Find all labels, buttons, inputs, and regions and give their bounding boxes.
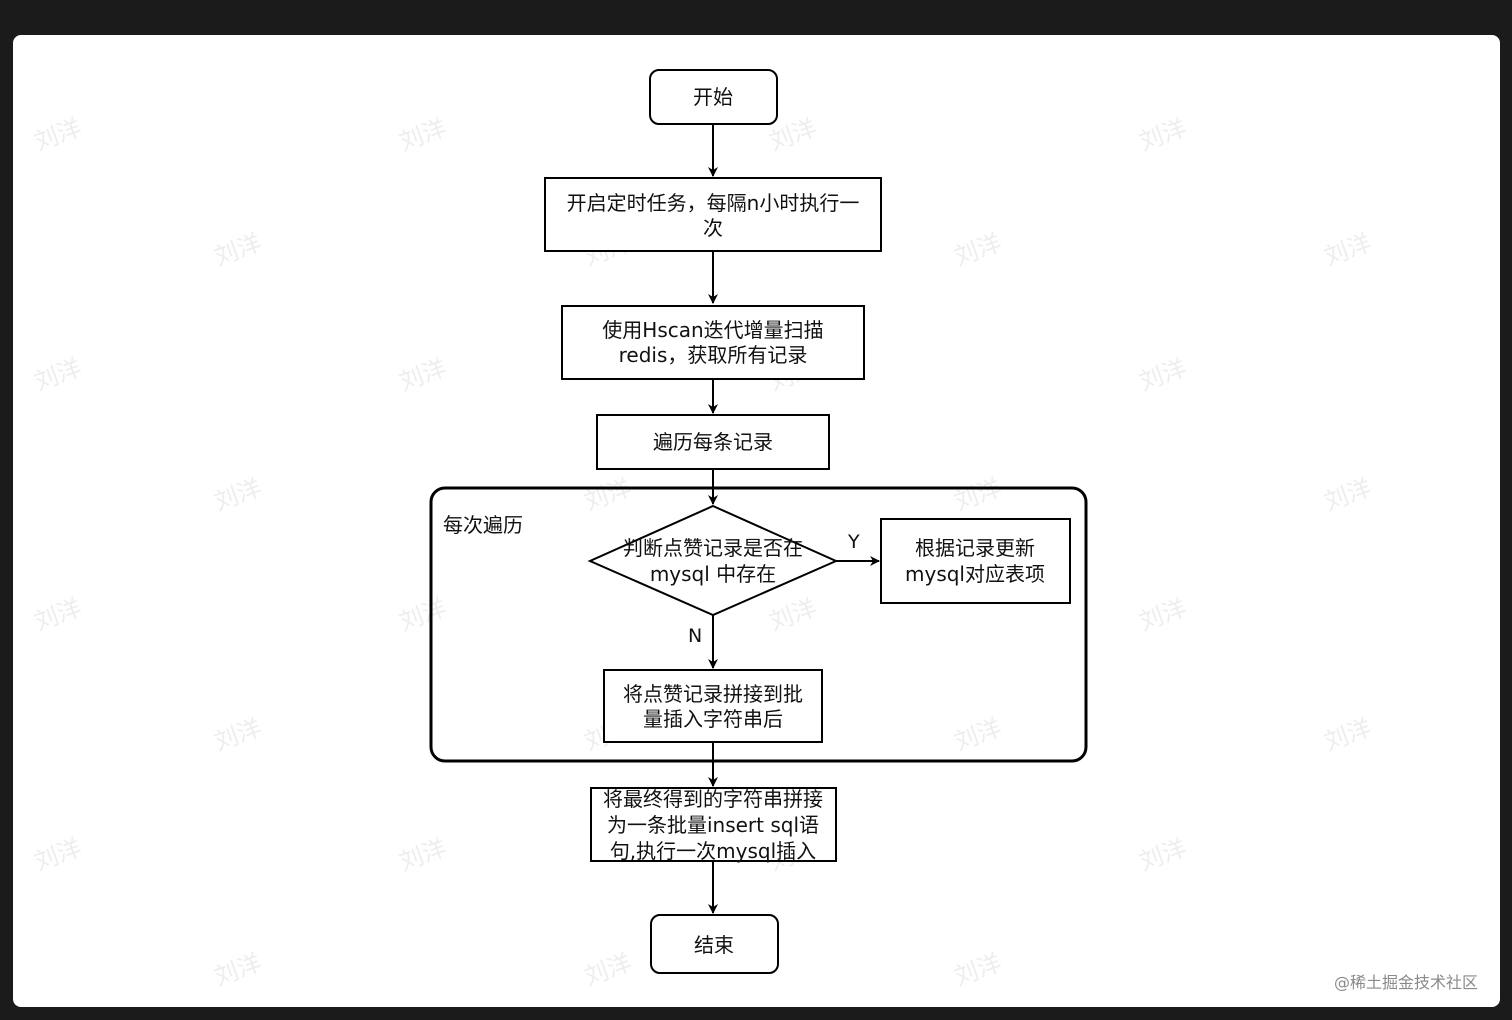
site-credit: @稀土掘金技术社区 (1333, 973, 1478, 992)
timer-task-label-line1: 开启定时任务，每隔n小时执行一 (567, 191, 860, 215)
exists-decision-node (587, 504, 839, 617)
append-batch-node (603, 669, 823, 743)
diagram-canvas: 刘洋 刘洋 刘洋 刘洋 刘洋 刘洋 刘洋 刘洋 刘洋 刘洋 刘洋 刘洋 刘洋 刘… (13, 35, 1500, 1007)
hscan-label-line2: redis，获取所有记录 (619, 343, 808, 367)
edge-label-yes: Y (847, 531, 860, 553)
hscan-label-line1: 使用Hscan迭代增量扫描 (602, 318, 823, 342)
flowchart: 每次遍历 Y N 开始 开启定时任务，每隔n小时执行一 次 使用Hscan迭代增… (429, 69, 1088, 974)
iterate-records-label: 遍历每条记录 (653, 430, 773, 454)
timer-task-node (544, 177, 882, 252)
start-node (649, 69, 778, 125)
iterate-records-node (596, 414, 830, 470)
decision-label-line2: mysql 中存在 (650, 562, 776, 586)
batch-insert-label-line2: 为一条批量insert sql语 (607, 813, 819, 837)
batch-insert-label-line1: 将最终得到的字符串拼接 (603, 787, 823, 811)
batch-insert-node (590, 787, 837, 862)
end-node (650, 914, 779, 974)
update-mysql-label-line2: mysql对应表项 (905, 562, 1045, 586)
start-node-label: 开始 (693, 85, 733, 109)
append-batch-label-line1: 将点赞记录拼接到批 (623, 682, 803, 706)
loop-group-container (429, 486, 1088, 763)
loop-group-label: 每次遍历 (443, 513, 523, 537)
hscan-node (561, 305, 865, 380)
append-batch-label-line2: 量插入字符串后 (643, 707, 783, 731)
update-mysql-label-line1: 根据记录更新 (915, 536, 1035, 560)
edge-label-no: N (688, 625, 702, 647)
end-node-label: 结束 (694, 933, 734, 957)
update-mysql-node (880, 518, 1071, 604)
timer-task-label-line2: 次 (703, 216, 723, 240)
batch-insert-label-line3: 句,执行一次mysql插入 (610, 839, 816, 863)
decision-label-line1: 判断点赞记录是否在 (623, 536, 803, 560)
